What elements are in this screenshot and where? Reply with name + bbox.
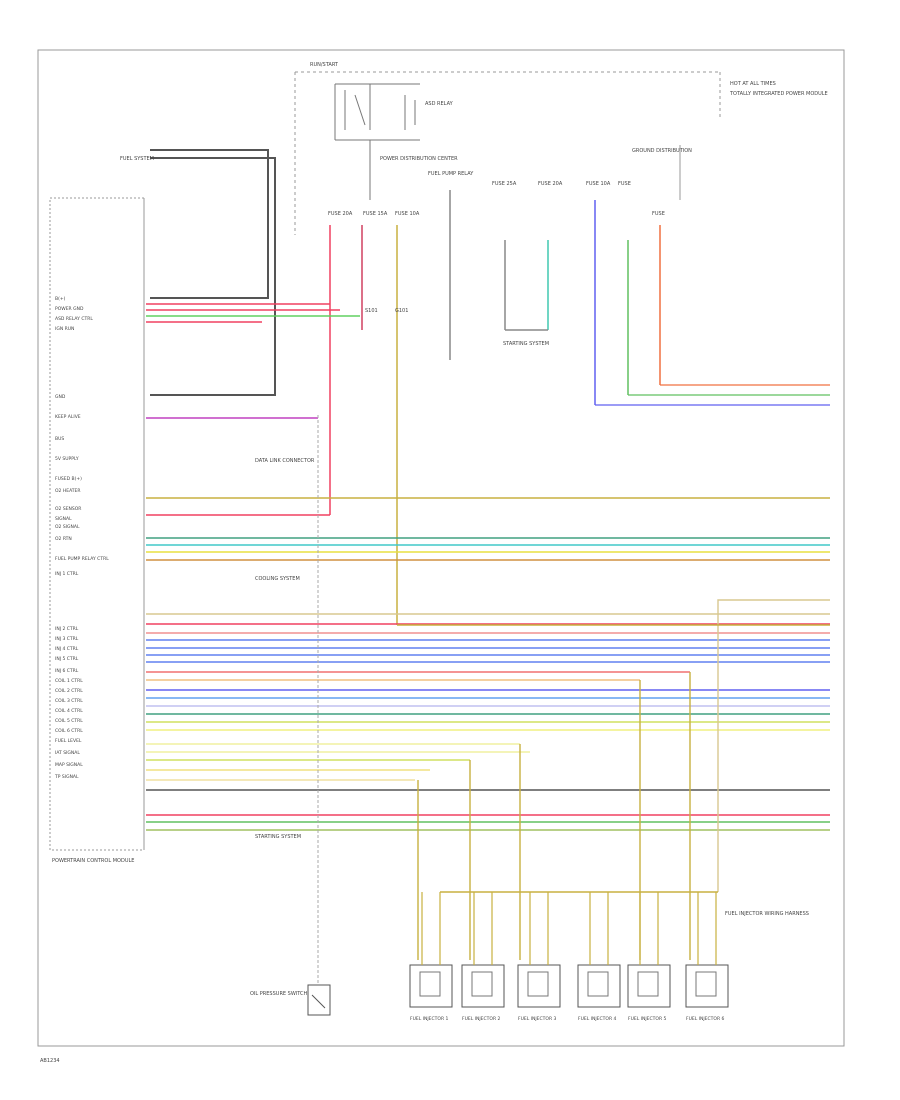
pcm-pin-label: FUEL PUMP RELAY CTRL bbox=[55, 556, 109, 562]
pcm-pin-label: BUS bbox=[55, 436, 64, 442]
pcm-pin-label: INJ 2 CTRL bbox=[55, 626, 79, 632]
hot-at-all-times-label: HOT AT ALL TIMES bbox=[730, 81, 776, 87]
harness-wires bbox=[146, 303, 830, 960]
pcm-pin-label: KEEP ALIVE bbox=[55, 414, 81, 420]
svg-text:FUSE: FUSE bbox=[618, 181, 631, 187]
svg-text:OIL PRESSURE SWITCH: OIL PRESSURE SWITCH bbox=[250, 991, 308, 997]
splice-label: S101 bbox=[365, 308, 378, 314]
pcm-pin-label: ASD RELAY CTRL bbox=[55, 316, 93, 322]
fuel-injector-label: FUEL INJECTOR 4 bbox=[578, 1016, 617, 1022]
fuel-injector: FUEL INJECTOR 6 bbox=[685, 892, 729, 1022]
fuel-injector: FUEL INJECTOR 3 bbox=[517, 892, 561, 1022]
pcm-pin-label: IGN RUN bbox=[55, 326, 74, 332]
fuse-wires bbox=[329, 190, 661, 625]
pcm-pin-label: SIGNAL bbox=[55, 516, 72, 522]
starter-system-label-2: STARTING SYSTEM bbox=[255, 834, 301, 840]
fuel-injector-label: FUEL INJECTOR 3 bbox=[518, 1016, 557, 1022]
pcm-pin-label: MAP SIGNAL bbox=[55, 762, 83, 768]
fuel-injectors: FUEL INJECTOR 1 FUEL INJECTOR 2 FUEL INJEC… bbox=[409, 892, 729, 1022]
pcm-label: POWERTRAIN CONTROL MODULE bbox=[52, 858, 134, 864]
pcm-pin-label: INJ 4 CTRL bbox=[55, 646, 79, 652]
svg-text:FUSE 20A: FUSE 20A bbox=[538, 181, 563, 187]
pcm-pin-label: B(+) bbox=[55, 296, 66, 302]
pcm-pin-label: POWER GND bbox=[55, 306, 84, 312]
fuel-injector: FUEL INJECTOR 5 bbox=[627, 892, 671, 1022]
ground-dist-label: GROUND DISTRIBUTION bbox=[632, 148, 692, 154]
pcm-pin-label: O2 SIGNAL bbox=[55, 524, 80, 530]
svg-text:FUSE 20A: FUSE 20A bbox=[328, 211, 353, 217]
fuel-pump-relay-wire bbox=[717, 599, 830, 892]
footer-code: AB1234 bbox=[40, 1058, 60, 1064]
cooling-system-label: COOLING SYSTEM bbox=[255, 576, 300, 582]
ignition-switch: RUN/START ASD RELAY bbox=[294, 62, 721, 235]
pcm-pin-label: INJ 1 CTRL bbox=[55, 571, 79, 577]
pcm-pin-label: COIL 6 CTRL bbox=[55, 728, 83, 734]
pcm-pin-label: FUSED B(+) bbox=[55, 476, 82, 482]
pcm-pin-label: O2 HEATER bbox=[55, 488, 81, 494]
pcm-pin-label: COIL 2 CTRL bbox=[55, 688, 83, 694]
ground-label: G101 bbox=[395, 308, 408, 314]
pcm-pin-label: COIL 5 CTRL bbox=[55, 718, 83, 724]
right-exit-wires bbox=[595, 384, 830, 406]
fuel-system-label: FUEL SYSTEM bbox=[120, 156, 154, 162]
splice-note: FUEL INJECTOR WIRING HARNESS bbox=[725, 911, 809, 917]
pcm-pin-label: INJ 5 CTRL bbox=[55, 656, 79, 662]
svg-text:ASD RELAY: ASD RELAY bbox=[425, 101, 454, 107]
fuel-pump-relay-label: FUEL PUMP RELAY bbox=[428, 171, 474, 177]
svg-text:FUSE: FUSE bbox=[652, 211, 665, 217]
svg-text:FUSE 25A: FUSE 25A bbox=[492, 181, 517, 187]
oil-pressure-switch: OIL PRESSURE SWITCH bbox=[250, 984, 331, 1016]
starter-system-label: STARTING SYSTEM bbox=[503, 341, 549, 347]
pcm-pin-label: TP SIGNAL bbox=[54, 774, 79, 780]
diagram-border bbox=[37, 49, 845, 1047]
fuel-injector: FUEL INJECTOR 2 bbox=[461, 892, 505, 1022]
fuse-row: FUSE 20A FUSE 15A FUSE 10A FUSE 25A FUSE… bbox=[328, 181, 665, 217]
svg-text:FUSE 10A: FUSE 10A bbox=[586, 181, 611, 187]
pcm-pin-label: COIL 3 CTRL bbox=[55, 698, 83, 704]
fuel-injector: FUEL INJECTOR 1 bbox=[409, 892, 453, 1022]
ground-loop-wires bbox=[150, 149, 276, 396]
pcm-pin-label: COIL 1 CTRL bbox=[55, 678, 83, 684]
svg-text:FUSE 15A: FUSE 15A bbox=[363, 211, 388, 217]
pcm-pin-label: IAT SIGNAL bbox=[55, 750, 80, 756]
pcm-pin-label: INJ 3 CTRL bbox=[55, 636, 79, 642]
data-link-label: DATA LINK CONNECTOR bbox=[255, 458, 315, 464]
pcm-pin-labels: B(+) POWER GND ASD RELAY CTRL IGN RUN GND KEE… bbox=[54, 296, 109, 780]
pcm-pin-label: FUEL LEVEL bbox=[55, 738, 82, 744]
pcm-pin-label: 5V SUPPLY bbox=[55, 456, 79, 462]
fuel-injector: FUEL INJECTOR 4 bbox=[577, 892, 621, 1022]
pcm-pin-label: COIL 4 CTRL bbox=[55, 708, 83, 714]
fuel-injector-label: FUEL INJECTOR 5 bbox=[628, 1016, 667, 1022]
pcm-pin-label: GND bbox=[55, 394, 66, 400]
pcm-pin-label: O2 RTN bbox=[55, 536, 72, 542]
fuel-injector-label: FUEL INJECTOR 6 bbox=[686, 1016, 725, 1022]
fuel-injector-label: FUEL INJECTOR 1 bbox=[410, 1016, 449, 1022]
svg-text:FUSE 10A: FUSE 10A bbox=[395, 211, 420, 217]
pdc-label: POWER DISTRIBUTION CENTER bbox=[380, 156, 458, 162]
pcm-pin-label: INJ 6 CTRL bbox=[55, 668, 79, 674]
svg-text:RUN/START: RUN/START bbox=[310, 62, 339, 68]
fuel-injector-label: FUEL INJECTOR 2 bbox=[462, 1016, 501, 1022]
pcm-pin-label: O2 SENSOR bbox=[55, 506, 81, 512]
module-top-right-label: TOTALLY INTEGRATED POWER MODULE bbox=[729, 91, 828, 97]
